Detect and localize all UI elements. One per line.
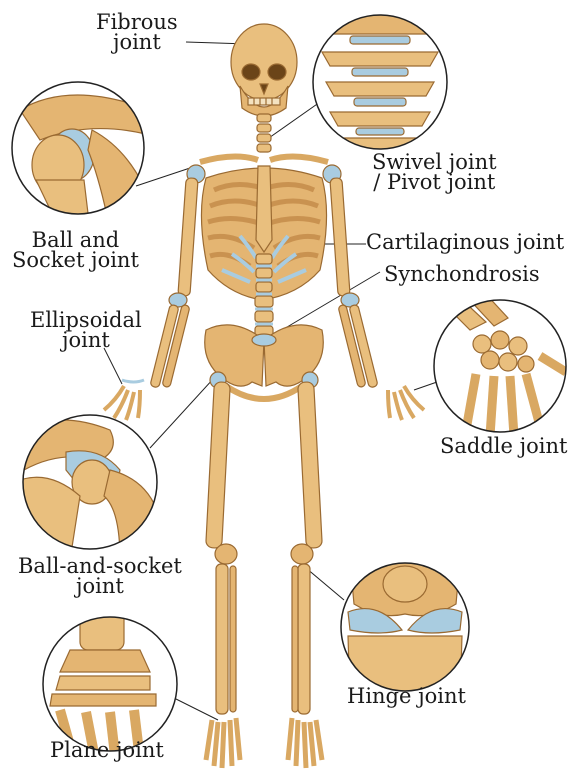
- label-ball-socket-shoulder: Ball and Socket joint: [12, 230, 139, 270]
- spine-inset: [313, 15, 447, 152]
- right-leg: [288, 372, 322, 768]
- label-ellipsoidal-joint: Ellipsoidal joint: [30, 310, 142, 350]
- label-plane-joint: Plane joint: [50, 740, 164, 760]
- right-arm: [323, 165, 424, 420]
- label-cartilaginous-joint: Cartilaginous joint: [366, 232, 564, 252]
- cervical-spine: [257, 114, 271, 152]
- wrist-inset: [434, 292, 566, 436]
- leader-ellipsoidal: [104, 348, 122, 384]
- label-synchondrosis: Synchondrosis: [384, 264, 540, 284]
- label-swivel-pivot-joint: Swivel joint / Pivot joint: [372, 152, 497, 192]
- leader-plane: [174, 698, 218, 720]
- left-arm: [104, 165, 205, 420]
- left-leg: [206, 372, 240, 768]
- shoulder-inset: [12, 82, 150, 230]
- skull: [231, 24, 297, 116]
- leader-shoulder: [136, 168, 190, 186]
- leader-saddle: [414, 382, 437, 390]
- lumbar-spine: [255, 254, 273, 337]
- leader-hip: [150, 378, 214, 448]
- label-ball-and-socket-hip: Ball-and-socket joint: [18, 556, 182, 596]
- label-hinge-joint: Hinge joint: [347, 686, 466, 706]
- leader-hinge: [306, 568, 344, 600]
- hip-inset: [20, 415, 160, 560]
- knee-inset: [341, 560, 469, 700]
- label-saddle-joint: Saddle joint: [440, 436, 567, 456]
- label-fibrous-joint: Fibrous joint: [96, 12, 178, 52]
